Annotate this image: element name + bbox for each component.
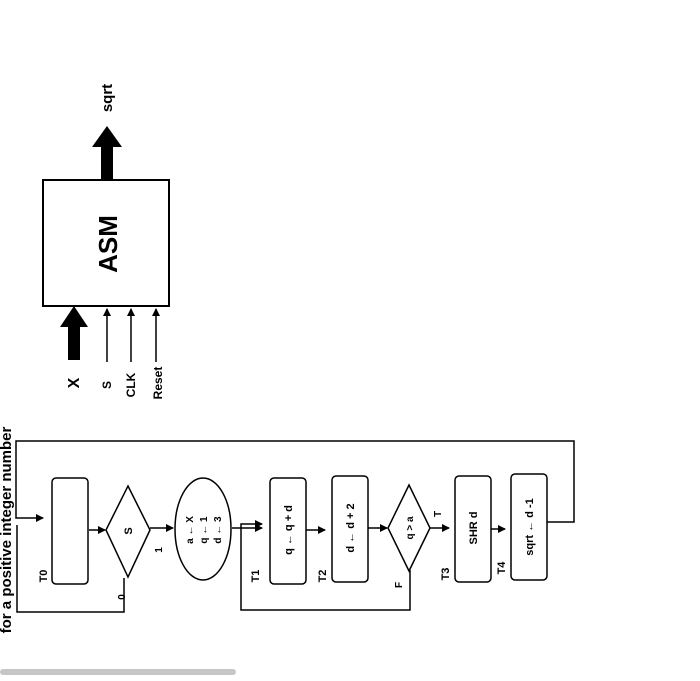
init-op-1: a ← X [185, 516, 196, 544]
sqrt-output-arrow [92, 126, 122, 181]
decision-q-label: q > a [405, 516, 416, 540]
state-t3-box [454, 475, 492, 583]
asm-chart [15, 440, 575, 613]
init-op-3: d ← 3 [213, 516, 224, 544]
state-t4-box [510, 473, 548, 581]
false-loop-line [240, 520, 411, 611]
state-t2-label: T2 [317, 570, 329, 583]
decision-s-true-label: 1 [154, 547, 165, 553]
state-t2-op: d ← d + 2 [345, 503, 357, 552]
state-t0-label: T0 [38, 570, 50, 583]
sqrt-label: sqrt [99, 84, 116, 112]
decision-s-false-label: 0 [117, 594, 128, 600]
asm-title: ASM [93, 215, 123, 273]
zero-loop-line [16, 525, 125, 613]
clk-input-label: CLK [124, 372, 138, 397]
state-t2-box [331, 475, 369, 583]
header-fragment: for a positive integer number [0, 426, 15, 633]
state-t1-label: T1 [250, 570, 262, 583]
feedback-loop-line [15, 440, 575, 523]
s-input-label: S [100, 381, 114, 389]
asm-block-diagram: ASM sqrt X S CLK Reset [42, 84, 170, 400]
state-t1-box [269, 477, 307, 585]
horizontal-scrollbar[interactable] [0, 669, 236, 675]
decision-s-diamond [105, 484, 151, 579]
init-ellipse [174, 477, 232, 581]
decision-s-label: S [123, 527, 135, 534]
state-t4-op: sqrt ← d -1 [524, 498, 536, 555]
state-t0-box [51, 477, 89, 585]
state-t3-op: SHR d [468, 512, 480, 545]
x-input-arrow [60, 306, 88, 360]
decision-q-true-label: T [433, 511, 444, 517]
reset-input-label: Reset [151, 367, 165, 400]
state-t3-label: T3 [440, 568, 452, 581]
init-op-2: q ← 1 [199, 516, 210, 544]
state-t4-label: T4 [496, 561, 508, 575]
decision-q-false-label: F [394, 582, 405, 588]
asm-box [42, 179, 170, 307]
decision-q-diamond [387, 483, 431, 573]
state-t1-op: q ← q + d [283, 505, 295, 555]
x-input-label: X [66, 377, 83, 388]
